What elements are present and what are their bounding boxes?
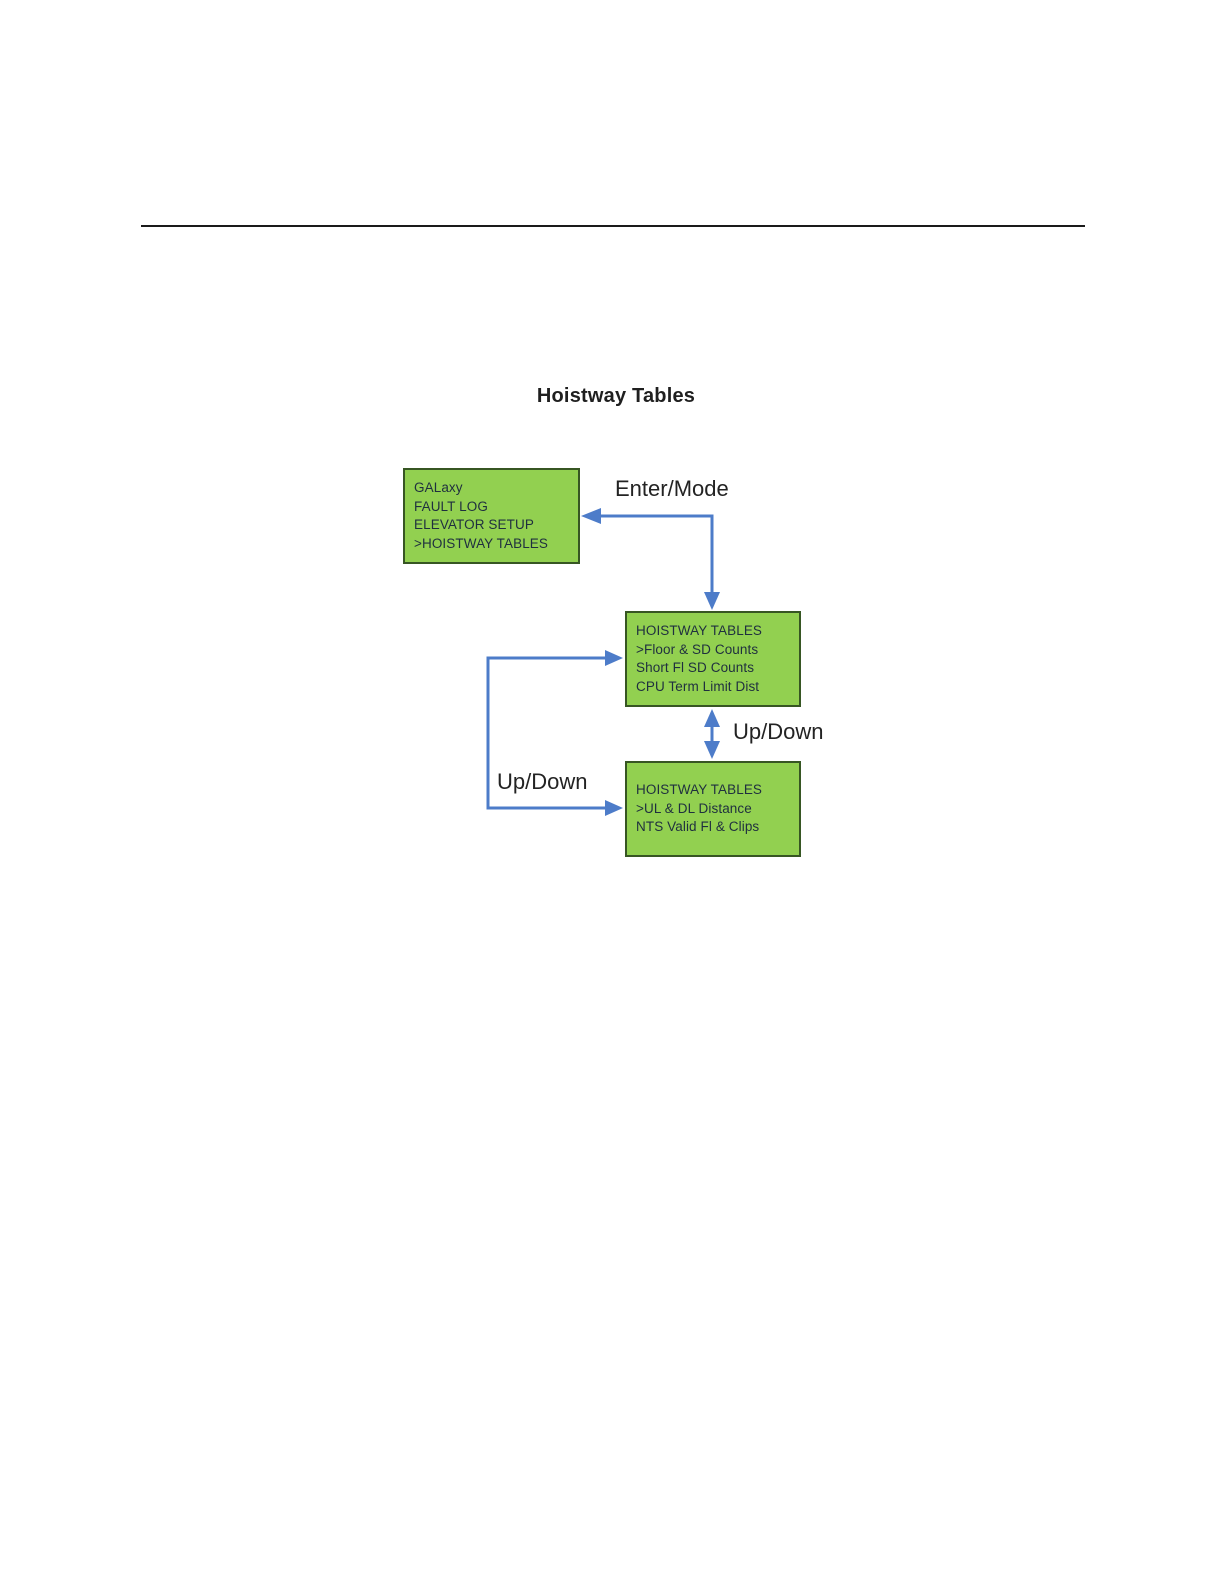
menu-line: ELEVATOR SETUP — [414, 517, 534, 532]
enter-mode-arrowhead-down — [704, 592, 720, 610]
main-menu-box: GALaxy FAULT LOG ELEVATOR SETUP >HOISTWA… — [403, 468, 580, 564]
menu-line: GALaxy — [414, 480, 463, 495]
wrap-arrowhead-top — [605, 650, 623, 666]
hoistway-tables-screen1-box: HOISTWAY TABLES >Floor & SD Counts Short… — [625, 611, 801, 707]
up-down-label-left: Up/Down — [497, 769, 588, 794]
menu-line-selected: >Floor & SD Counts — [636, 641, 759, 657]
enter-mode-connector-line — [601, 514, 714, 594]
menu-line: HOISTWAY TABLES — [636, 623, 763, 638]
wrap-arrowhead-bottom — [605, 800, 623, 816]
up-down-arrowhead-down — [704, 741, 720, 759]
menu-line: FAULT LOG — [414, 498, 488, 514]
menu-line-selected: >UL & DL Distance — [636, 800, 752, 816]
enter-mode-label: Enter/Mode — [615, 476, 729, 501]
menu-line: HOISTWAY TABLES — [636, 782, 763, 798]
diagram-title: Hoistway Tables — [536, 385, 696, 407]
enter-mode-arrowhead-left — [581, 508, 601, 524]
menu-line: NTS Valid Fl & Clips — [636, 819, 760, 835]
header-rule — [141, 225, 1085, 227]
menu-line: CPU Term Limit Dist — [636, 678, 760, 694]
menu-line: Short Fl SD Counts — [636, 660, 755, 675]
menu-line-selected: >HOISTWAY TABLES — [414, 535, 549, 551]
up-down-arrowhead-up — [704, 709, 720, 727]
up-down-label-right: Up/Down — [733, 719, 824, 744]
hoistway-tables-screen2-box: HOISTWAY TABLES >UL & DL Distance NTS Va… — [625, 761, 801, 857]
